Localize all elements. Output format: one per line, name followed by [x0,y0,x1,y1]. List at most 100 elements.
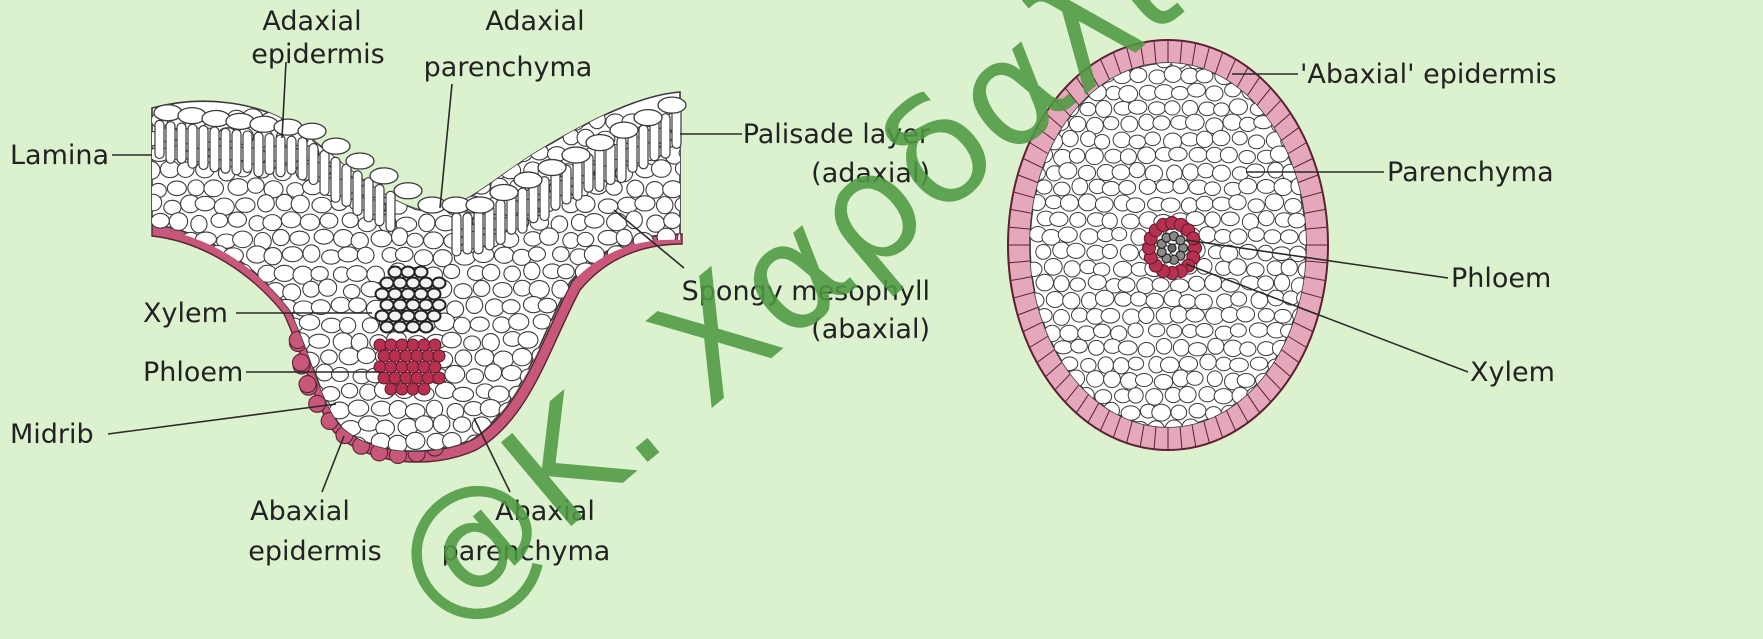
cell [199,403,216,419]
cell [1171,405,1187,420]
cell [207,420,226,436]
cell [1081,293,1097,310]
epidermis-cell [226,113,254,129]
cell [151,213,169,228]
cell [454,180,472,195]
epidermis-bead [299,376,316,393]
cell [513,114,533,131]
cell [1216,357,1232,371]
cell [1283,422,1299,437]
cell [258,332,274,348]
cell [453,417,470,432]
cell [1212,197,1231,211]
cell [1148,324,1164,337]
cell [1248,199,1264,213]
cell [1271,406,1289,421]
cell [357,247,374,263]
cell [1036,245,1051,260]
cell [160,437,178,454]
cell [538,298,556,313]
cell [1172,86,1189,99]
cell [1188,343,1206,356]
cell [1221,212,1239,226]
cell [1121,116,1138,132]
cell [1152,278,1169,292]
cell [518,332,538,349]
phloem-cell [1187,232,1200,245]
cell [283,284,301,301]
cell [1208,338,1224,354]
cell [433,415,449,433]
cell [1274,179,1292,196]
cell [446,163,462,180]
cell [358,114,376,129]
cell [262,382,283,398]
cell [274,265,295,281]
cell [568,115,584,130]
cell [1146,293,1164,308]
cell [679,146,698,160]
cell [1112,227,1127,240]
phloem-cell [396,383,408,395]
cell [172,451,190,466]
epidermis-cell [370,168,398,184]
palisade-cell [309,144,318,185]
cell [442,332,462,347]
cell [378,111,398,128]
cell [1223,114,1242,130]
epidermis-cell [514,172,542,188]
cell [454,149,472,163]
cell [340,318,356,334]
cell [1029,420,1046,436]
cell [395,111,413,125]
label-adaxial-parenchyma-1: Adaxial [485,6,584,37]
cell [371,230,392,246]
cell [1058,227,1077,242]
cell [657,197,673,214]
cell [1173,339,1189,356]
cell [216,400,235,417]
xylem-cell [407,300,420,311]
cell [1258,276,1274,291]
cell [407,129,427,147]
palisade-cell [518,188,527,233]
cell [191,215,207,232]
cell [1118,278,1135,292]
cell [314,229,333,244]
cell [1155,85,1174,100]
cell [1196,324,1213,338]
cell [188,453,208,470]
xylem-cell [402,289,415,300]
cell [302,418,321,434]
cell [475,349,494,366]
phloem-cell [396,361,408,373]
palisade-cell [166,122,175,164]
epidermis-cell [154,105,182,121]
cell [253,402,272,419]
cell [1123,309,1141,325]
cell [513,280,531,296]
cell [1266,70,1283,84]
palisade-cell [232,130,241,175]
cell [493,283,512,298]
cell [1220,147,1237,163]
cell [1046,291,1063,307]
cell [1229,195,1246,210]
cell [1265,194,1284,211]
cell [466,297,483,314]
palisade-cell [375,185,384,226]
palisade-cell [573,159,582,200]
cell [524,262,540,280]
xylem-cell [415,311,428,322]
cell [349,298,367,313]
cell [281,212,301,228]
cell [1247,263,1264,278]
cell [1231,292,1247,306]
cell [1135,373,1152,386]
cell [1298,101,1316,115]
cell [220,266,236,283]
palisade-cell [595,148,604,191]
cell [453,387,474,401]
cell [211,213,228,227]
cell [1105,149,1122,163]
